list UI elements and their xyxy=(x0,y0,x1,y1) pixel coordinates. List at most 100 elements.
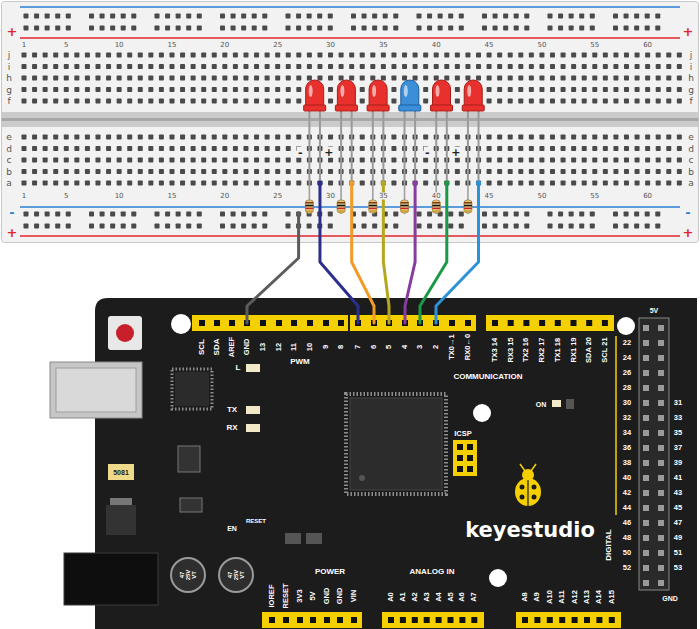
breadboard-hole xyxy=(45,14,50,19)
breadboard-hole xyxy=(138,76,143,81)
breadboard-hole xyxy=(518,87,523,92)
pin-label: 38 xyxy=(623,459,631,467)
pin-label: A13 xyxy=(583,590,591,604)
breadboard-hole xyxy=(582,158,587,163)
breadboard-hole xyxy=(32,135,37,140)
breadboard-hole xyxy=(307,64,312,69)
header-pin xyxy=(307,320,313,326)
breadboard-hole xyxy=(159,53,164,58)
breadboard-hole xyxy=(571,135,576,140)
breadboard-hole xyxy=(24,212,29,217)
breadboard-hole xyxy=(201,135,206,140)
breadboard-hole xyxy=(487,181,492,186)
breadboard-hole xyxy=(66,14,71,19)
led-highlight xyxy=(340,85,344,97)
pin-label: A0 xyxy=(387,592,395,602)
breadboard-hole xyxy=(64,87,69,92)
breadboard-hole xyxy=(241,212,246,217)
resistor xyxy=(464,183,472,214)
led xyxy=(367,80,389,183)
breadboard-hole xyxy=(117,135,122,140)
breadboard-hole xyxy=(262,224,267,229)
logo-body xyxy=(515,478,541,506)
breadboard-hole xyxy=(645,99,650,104)
pin-header xyxy=(262,612,362,628)
breadboard-hole xyxy=(64,169,69,174)
logo-dot xyxy=(532,485,537,490)
header-pin xyxy=(260,320,266,326)
resistor-body xyxy=(464,200,472,213)
breadboard-hole xyxy=(85,135,90,140)
breadboard-hole xyxy=(603,135,608,140)
capacitor xyxy=(219,558,253,592)
breadboard-hole xyxy=(64,158,69,163)
breadboard-hole xyxy=(201,87,206,92)
breadboard-hole xyxy=(148,64,153,69)
column-number: 25 xyxy=(272,42,283,49)
breadboard-hole xyxy=(613,14,618,19)
header-pin xyxy=(572,617,578,623)
breadboard-hole xyxy=(438,224,443,229)
pin-label: 3V3 xyxy=(296,589,304,602)
breadboard-hole xyxy=(417,212,422,217)
breadboard-hole xyxy=(634,224,639,229)
polarity-sign: + xyxy=(450,147,461,158)
breadboard-hole xyxy=(571,99,576,104)
breadboard-hole xyxy=(286,87,291,92)
header-pin xyxy=(400,617,406,623)
breadboard-hole xyxy=(265,158,270,163)
breadboard-hole xyxy=(66,212,71,217)
breadboard-hole xyxy=(32,146,37,151)
breadboard-hole xyxy=(603,158,608,163)
header-pin xyxy=(539,320,545,326)
breadboard-hole xyxy=(508,135,513,140)
breadboard-hole xyxy=(197,224,202,229)
leds xyxy=(304,80,485,183)
breadboard-hole xyxy=(95,87,100,92)
breadboard-hole xyxy=(22,146,27,151)
breadboard-hole xyxy=(624,26,629,31)
breadboard-hole xyxy=(476,76,481,81)
breadboard-hole xyxy=(286,181,291,186)
breadboard-hole xyxy=(508,181,513,186)
breadboard-hole xyxy=(592,76,597,81)
polarity-sign: - xyxy=(297,147,304,158)
pin-label: AREF xyxy=(228,337,236,357)
breadboard-hole xyxy=(497,181,502,186)
breadboard-hole xyxy=(455,87,460,92)
breadboard-hole xyxy=(613,169,618,174)
breadboard-hole xyxy=(550,181,555,186)
breadboard-hole xyxy=(22,87,27,92)
breadboard-hole xyxy=(328,14,333,19)
breadboard-hole xyxy=(427,212,432,217)
breadboard-hole xyxy=(176,224,181,229)
resistor-band xyxy=(369,210,377,212)
breadboard-hole xyxy=(508,53,513,58)
breadboard-hole xyxy=(592,146,597,151)
breadboard-hole xyxy=(85,64,90,69)
breadboard-hole xyxy=(296,26,301,31)
breadboard-hole xyxy=(100,212,105,217)
breadboard-hole xyxy=(497,99,502,104)
breadboard-hole xyxy=(220,224,225,229)
breadboard-hole xyxy=(275,135,280,140)
led-leg xyxy=(446,110,448,183)
breadboard-hole xyxy=(635,181,640,186)
polarity-sign: + xyxy=(323,147,334,158)
breadboard-hole xyxy=(307,14,312,19)
breadboard-hole xyxy=(43,76,48,81)
breadboard-hole xyxy=(53,181,58,186)
breadboard-hole xyxy=(677,53,682,58)
breadboard-hole xyxy=(518,64,523,69)
breadboard-hole xyxy=(252,26,257,31)
breadboard-hole xyxy=(539,146,544,151)
breadboard-hole xyxy=(582,76,587,81)
pin-label: RX1 19 xyxy=(570,337,578,362)
breadboard-hole xyxy=(434,76,439,81)
resistor-band xyxy=(369,208,377,210)
row-letter: d xyxy=(5,144,13,153)
breadboard-hole xyxy=(32,99,37,104)
breadboard-hole xyxy=(231,212,236,217)
pin-label: A4 xyxy=(435,592,443,602)
breadboard-hole xyxy=(603,76,608,81)
